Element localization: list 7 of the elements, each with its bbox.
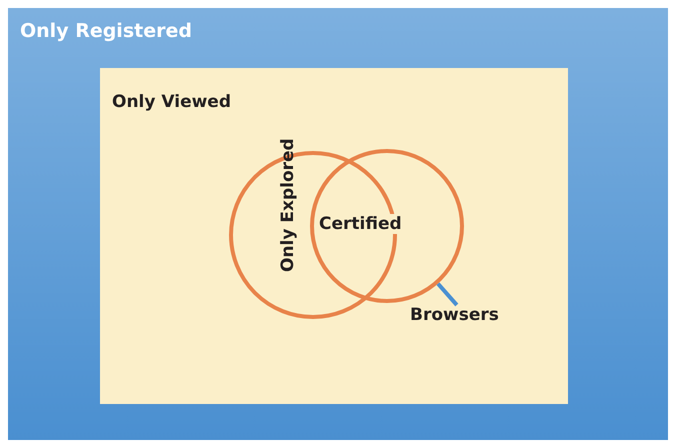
- region-label: Browsers: [410, 305, 499, 326]
- region-label: Only Viewed: [112, 92, 231, 112]
- leader-line: [436, 282, 458, 306]
- panel-background: [100, 68, 568, 404]
- region-label: Only Explored: [278, 138, 298, 272]
- background-band: [8, 8, 668, 440]
- region-label: Only Registered: [20, 20, 192, 43]
